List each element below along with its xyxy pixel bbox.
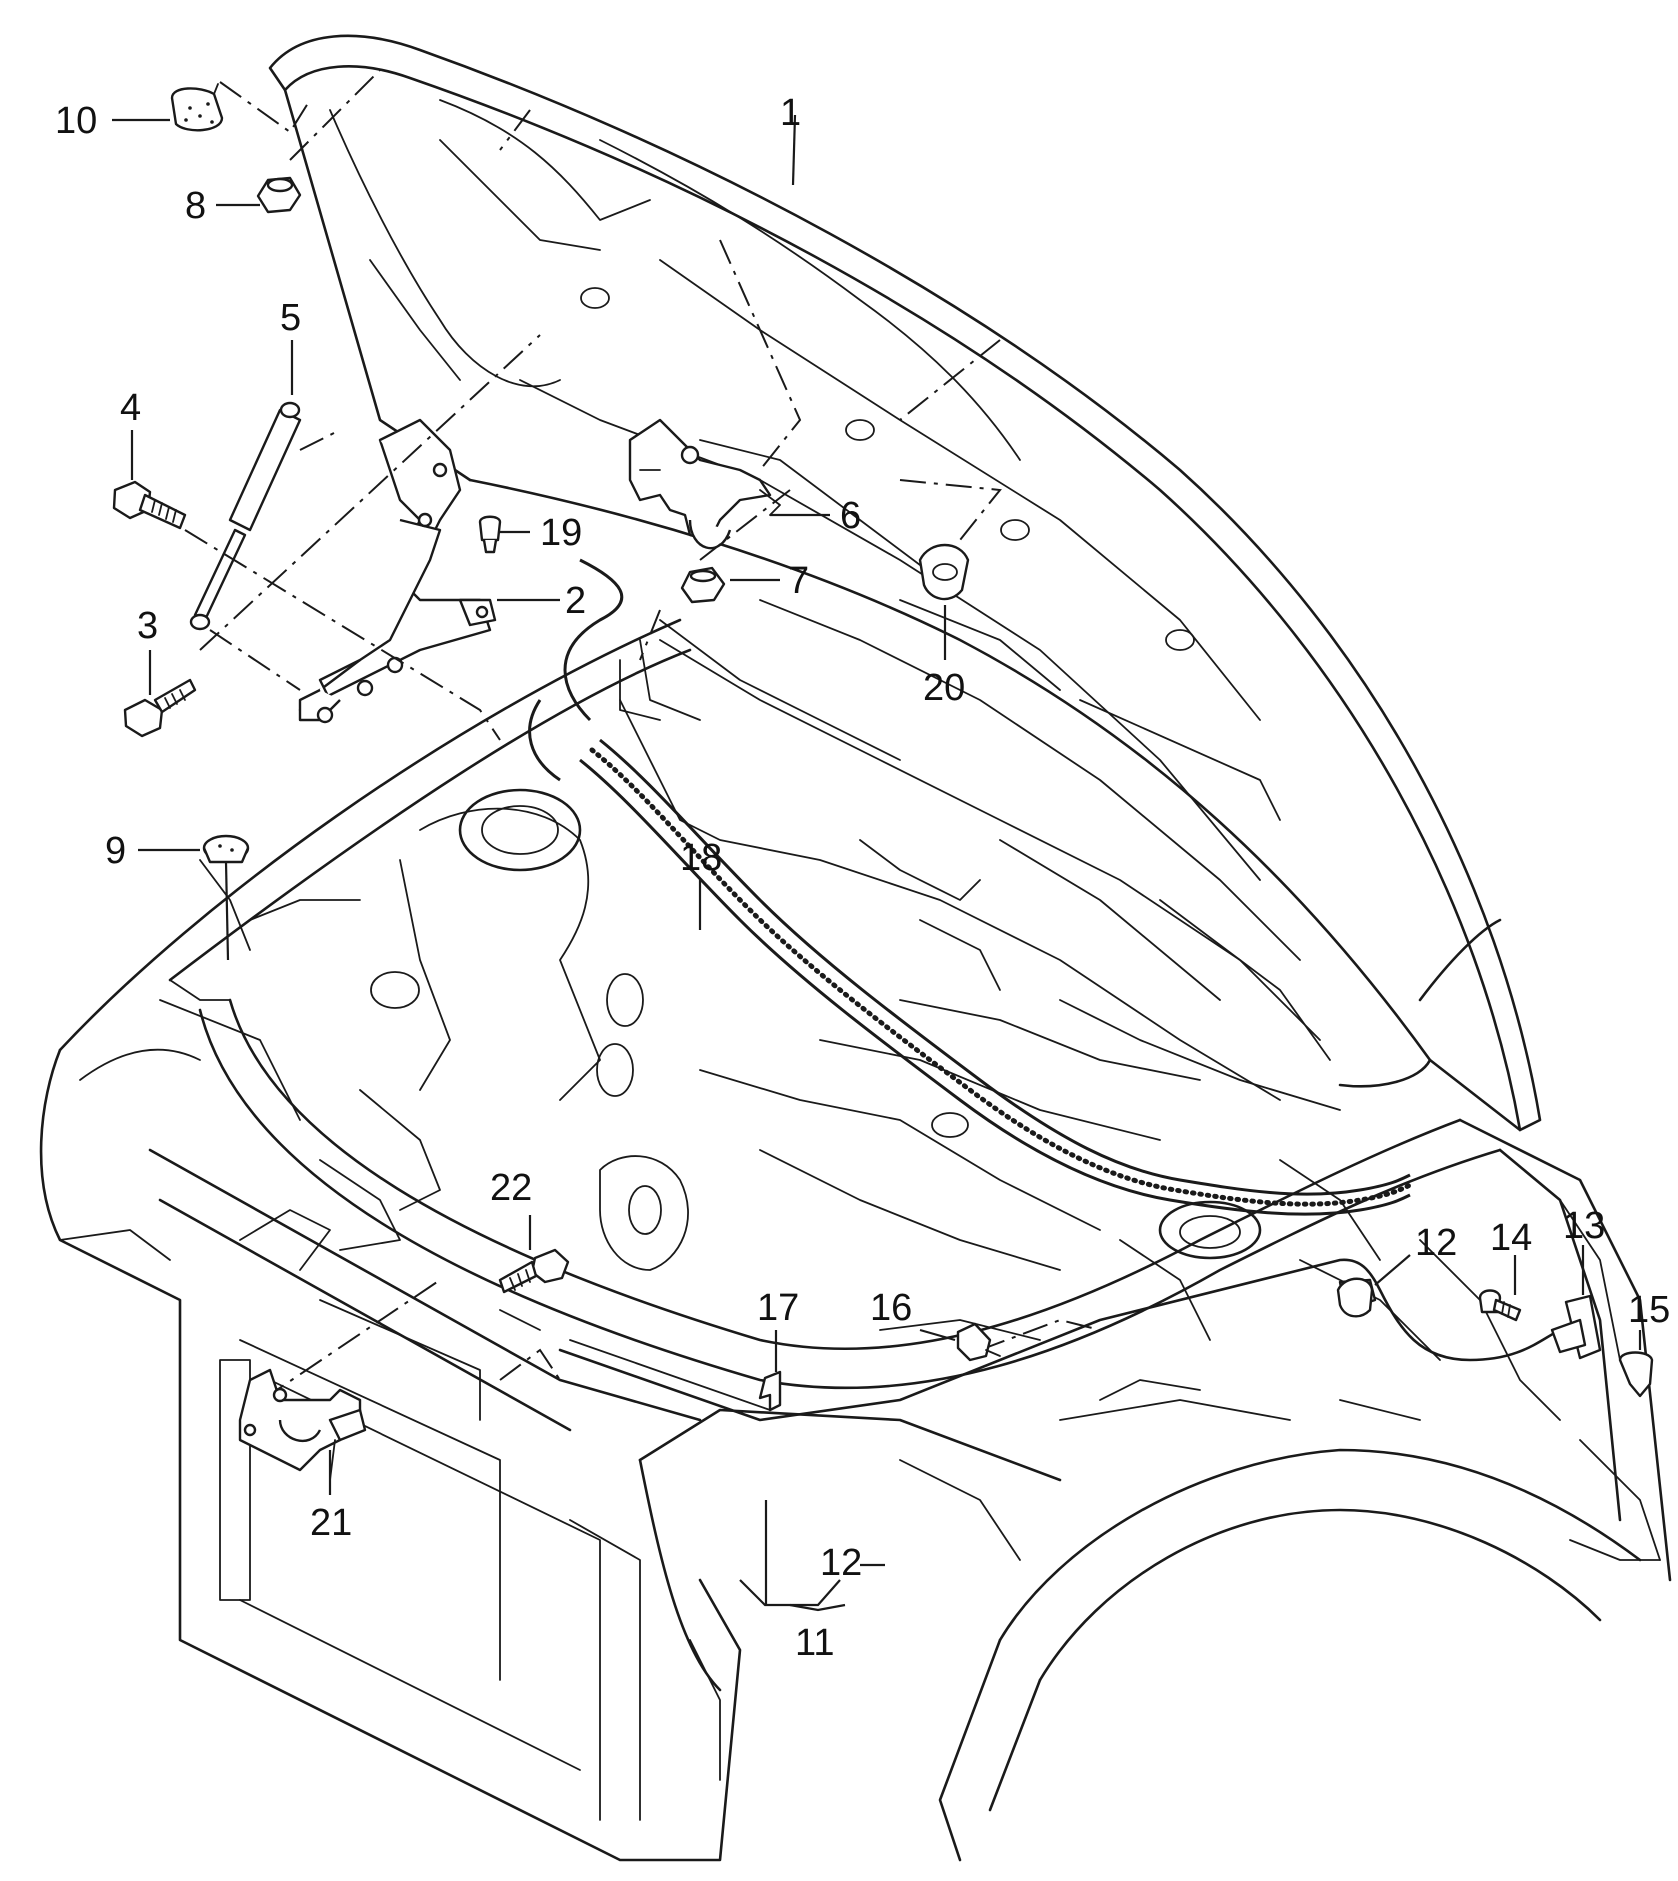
- grommet-12: [1336, 1277, 1374, 1318]
- gas-strut: [189, 401, 302, 631]
- callout-15: 15: [1628, 1289, 1670, 1331]
- hood-seal: [528, 558, 1413, 1216]
- leader-lines: [112, 114, 1642, 1612]
- clip-17: [758, 1370, 782, 1412]
- callout-6: 6: [840, 495, 861, 537]
- callout-20: 20: [923, 667, 965, 709]
- hood-lock: [238, 1368, 367, 1481]
- callout-14: 14: [1490, 1217, 1532, 1259]
- callout-12-bottom: 12: [820, 1542, 862, 1584]
- hood-panel: [268, 34, 1542, 1132]
- callout-11: 11: [795, 1622, 834, 1664]
- bolt-22: [498, 1248, 570, 1294]
- callout-9: 9: [105, 830, 126, 872]
- callout-16: 16: [870, 1287, 912, 1329]
- callout-21: 21: [310, 1502, 352, 1544]
- nut-7: [680, 566, 726, 604]
- callout-8: 8: [185, 185, 206, 227]
- callout-13: 13: [1563, 1205, 1605, 1247]
- grommet-20: [918, 543, 970, 601]
- callout-labels: 1 2 3 4 5 6 7 8 9 10 11 12 12 13 14 15 1…: [55, 92, 1670, 1664]
- callout-22: 22: [490, 1167, 532, 1209]
- callout-3: 3: [137, 605, 158, 647]
- callout-5: 5: [280, 297, 301, 339]
- callout-12-right: 12: [1415, 1222, 1457, 1264]
- assembly-lines: [184, 69, 1101, 1401]
- callout-10: 10: [55, 100, 97, 142]
- bolt-4: [112, 480, 187, 530]
- release-handle: [1550, 1294, 1602, 1360]
- callout-7: 7: [788, 560, 809, 602]
- callout-17: 17: [757, 1287, 799, 1329]
- callout-1: 1: [780, 92, 801, 134]
- cap-9: [202, 834, 250, 961]
- nut-8: [256, 176, 302, 214]
- hood-latch-top: [628, 418, 781, 550]
- callout-19: 19: [540, 512, 582, 554]
- clip-15: [1618, 1351, 1654, 1398]
- bolt-3: [123, 678, 197, 738]
- callout-4: 4: [120, 387, 141, 429]
- buffer-19: [478, 515, 502, 554]
- callout-18: 18: [680, 837, 722, 879]
- callout-2: 2: [565, 580, 586, 622]
- cap-10: [170, 83, 224, 132]
- clip-16: [956, 1322, 1001, 1362]
- screw-14: [1478, 1289, 1522, 1322]
- release-cable: [499, 1258, 1562, 1422]
- vehicle-body-front: [39, 618, 1672, 1862]
- hood-hinge: [298, 418, 497, 724]
